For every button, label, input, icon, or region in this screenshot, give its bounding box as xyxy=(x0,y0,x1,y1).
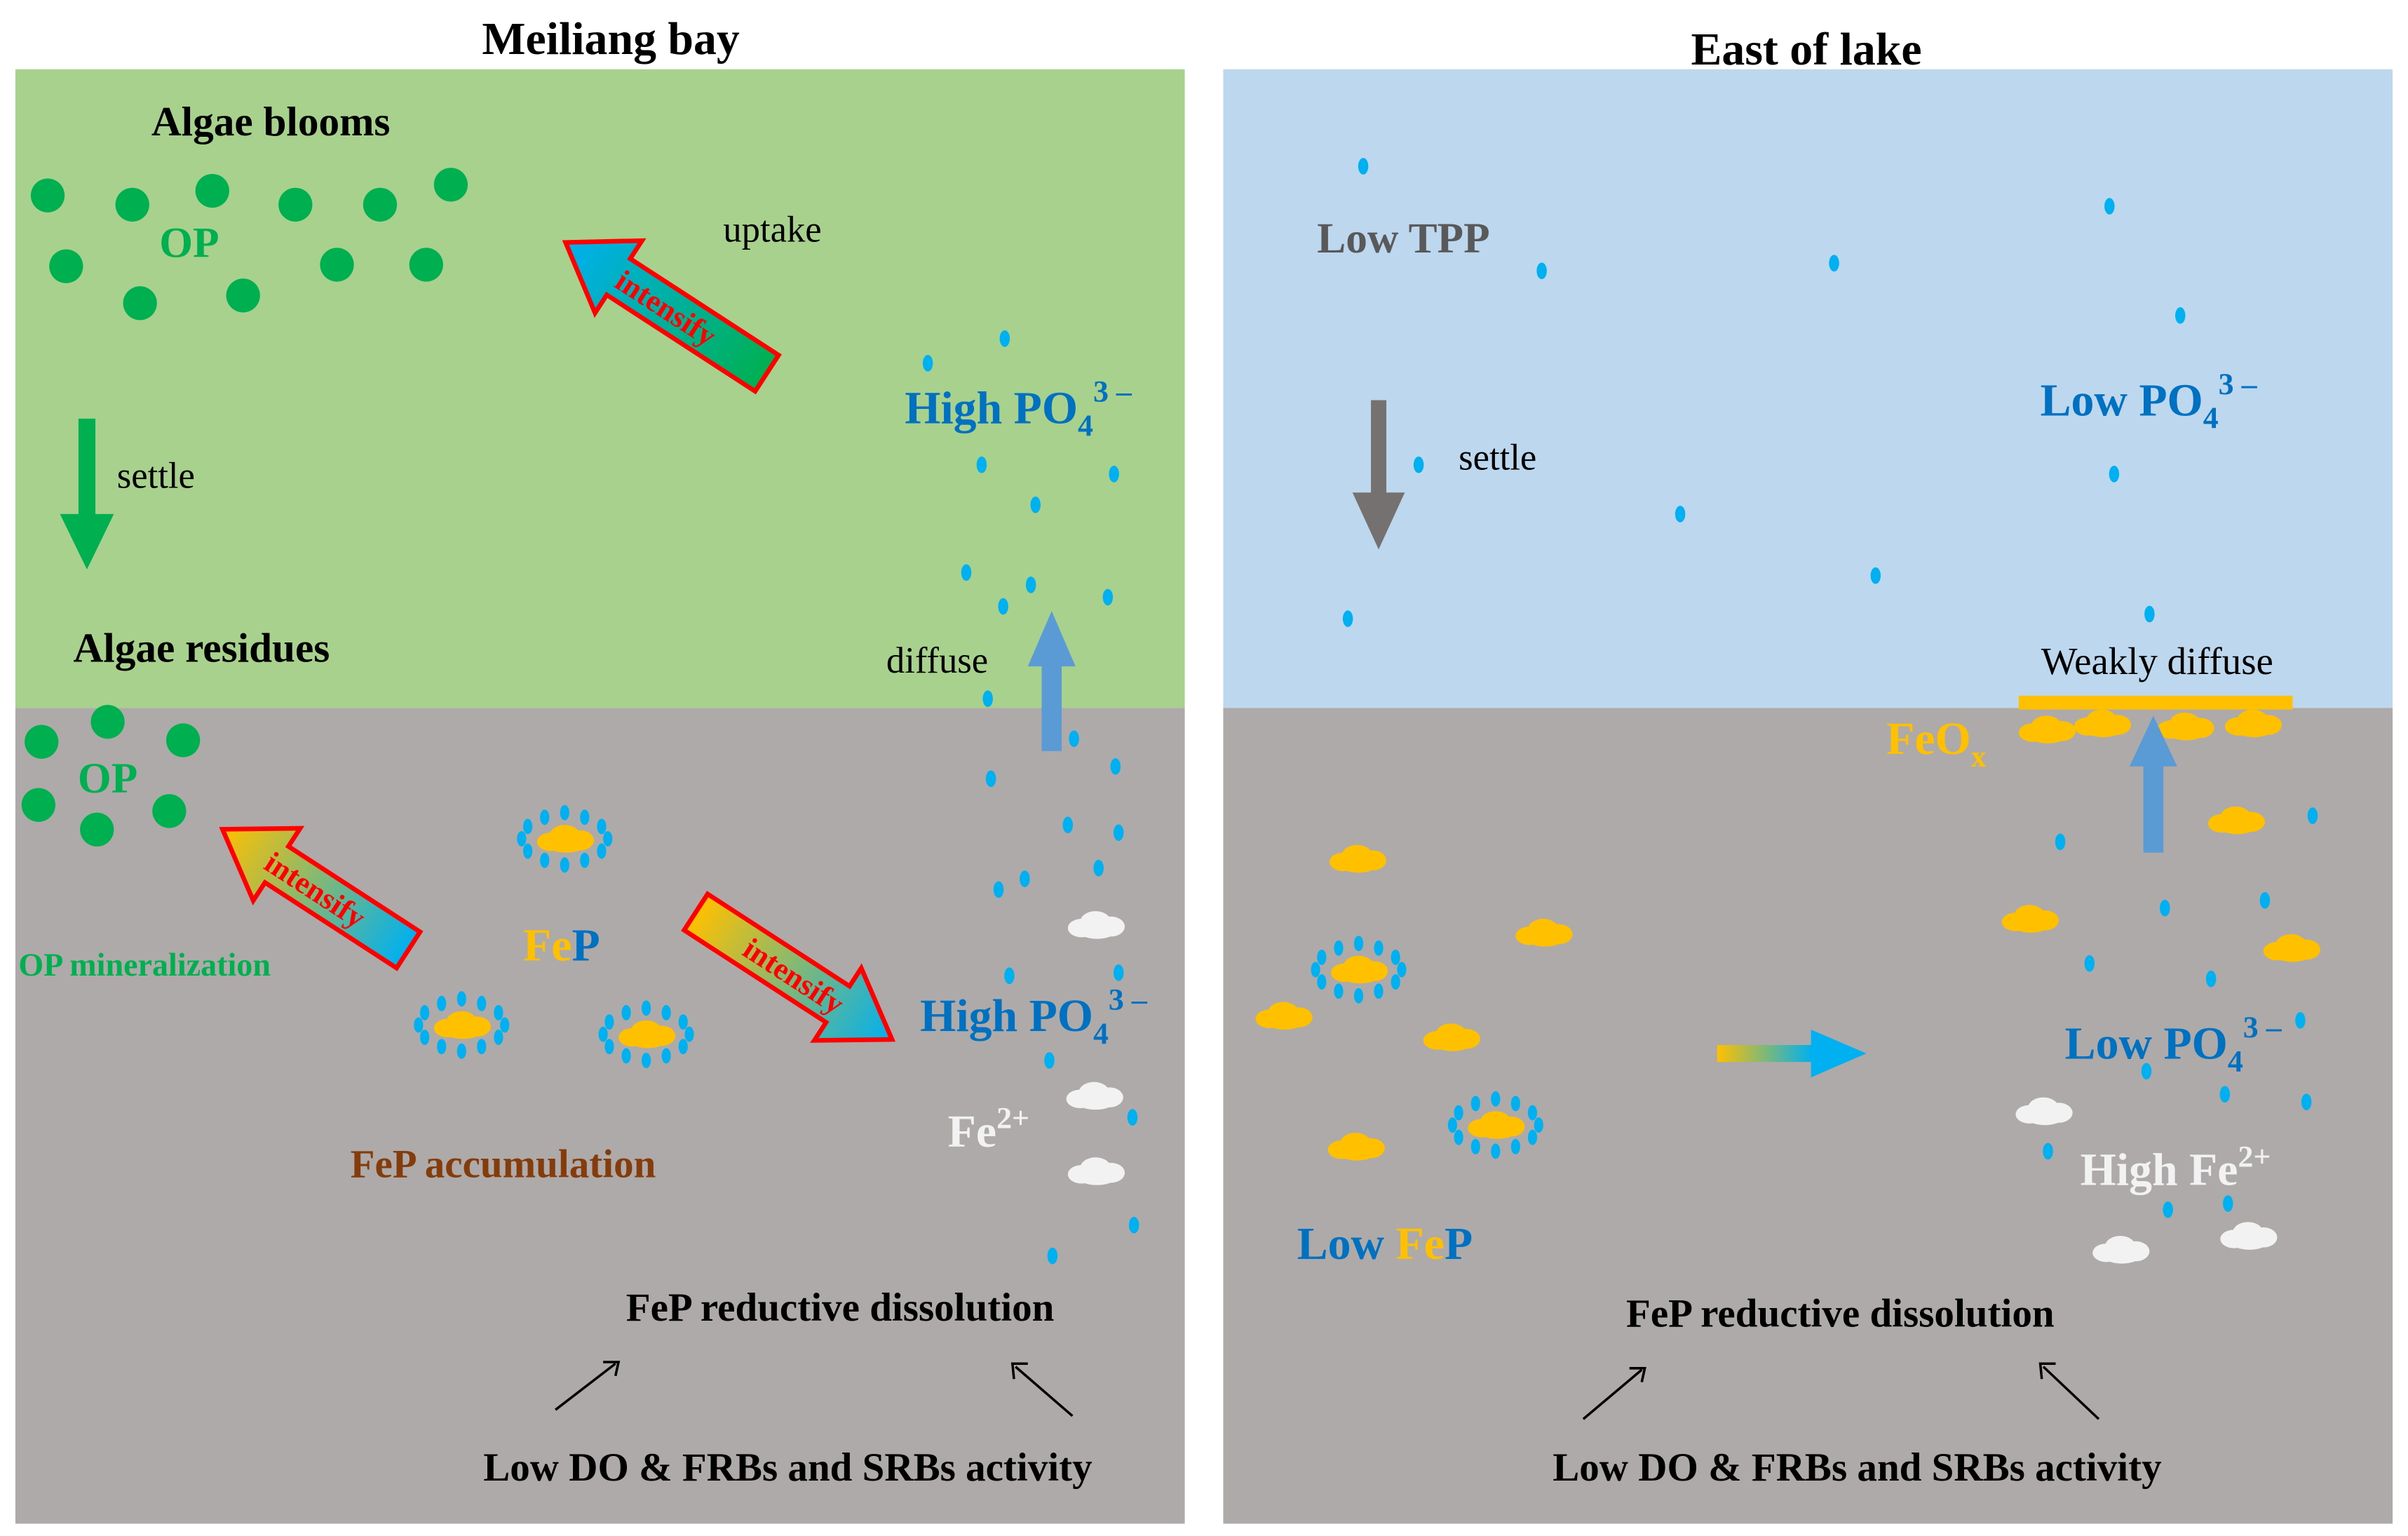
feox-barrier xyxy=(2018,695,2293,743)
fep-label-left: FeP xyxy=(523,919,600,971)
high-po4-water-label: High PO43 – xyxy=(905,375,1132,443)
low-po4-water-label: Low PO43 – xyxy=(2041,368,2258,435)
panel-east-of-lake: East of lake Low TPP settle Low PO43 – W… xyxy=(1223,24,2393,1524)
algae-dots-sediment xyxy=(21,705,201,847)
diffuse-arrow-left xyxy=(1027,611,1076,751)
sediment-zone-right xyxy=(1223,708,2393,1524)
transition-arrow-right xyxy=(1717,1030,1867,1078)
settle-label-left: settle xyxy=(117,456,195,497)
pointer-arrows-left xyxy=(555,1361,1074,1417)
water-zone-right xyxy=(1223,69,2393,708)
fep-accumulation-label: FeP accumulation xyxy=(351,1143,656,1187)
pointer-arrows-right xyxy=(1582,1362,2100,1420)
settle-arrow-left xyxy=(60,418,114,570)
uptake-label: uptake xyxy=(723,210,821,250)
settle-arrow-right xyxy=(1352,400,1405,550)
panel-title-left: Meiliang bay xyxy=(482,13,740,65)
diffuse-label: diffuse xyxy=(886,640,988,681)
low-do-label-right: Low DO & FRBs and SRBs activity xyxy=(1553,1446,2161,1490)
reductive-dissolution-label-right: FeP reductive dissolution xyxy=(1626,1292,2055,1336)
algae-dots-water xyxy=(30,168,468,321)
low-fep-label: Low FeP xyxy=(1297,1218,1473,1269)
op-sediment-label: OP xyxy=(78,755,137,802)
low-po4-sediment-label: Low PO43 – xyxy=(2065,1011,2282,1078)
low-do-label-left: Low DO & FRBs and SRBs activity xyxy=(483,1446,1092,1490)
weak-diffuse-arrow xyxy=(2129,715,2177,853)
algae-residues-label: Algae residues xyxy=(74,625,330,671)
settle-label-right: settle xyxy=(1459,437,1536,478)
panel-meiliang-bay: Meiliang bay Algae blooms OP settle Alga… xyxy=(15,13,1185,1524)
feox-label: FeOx xyxy=(1886,713,1987,774)
op-mineralization-label: OP mineralization xyxy=(18,947,271,983)
panel-title-right: East of lake xyxy=(1691,24,1922,75)
low-tpp-label: Low TPP xyxy=(1317,215,1489,262)
reductive-dissolution-label-left: FeP reductive dissolution xyxy=(626,1286,1055,1330)
weakly-diffuse-label: Weakly diffuse xyxy=(2041,640,2273,682)
op-water-label: OP xyxy=(159,219,219,267)
high-fe2-label: High Fe2+ xyxy=(2081,1140,2271,1195)
fe2-label-left: Fe2+ xyxy=(948,1101,1029,1157)
algae-blooms-label: Algae blooms xyxy=(151,98,391,144)
high-po4-sediment-label: High PO43 – xyxy=(920,983,1148,1051)
